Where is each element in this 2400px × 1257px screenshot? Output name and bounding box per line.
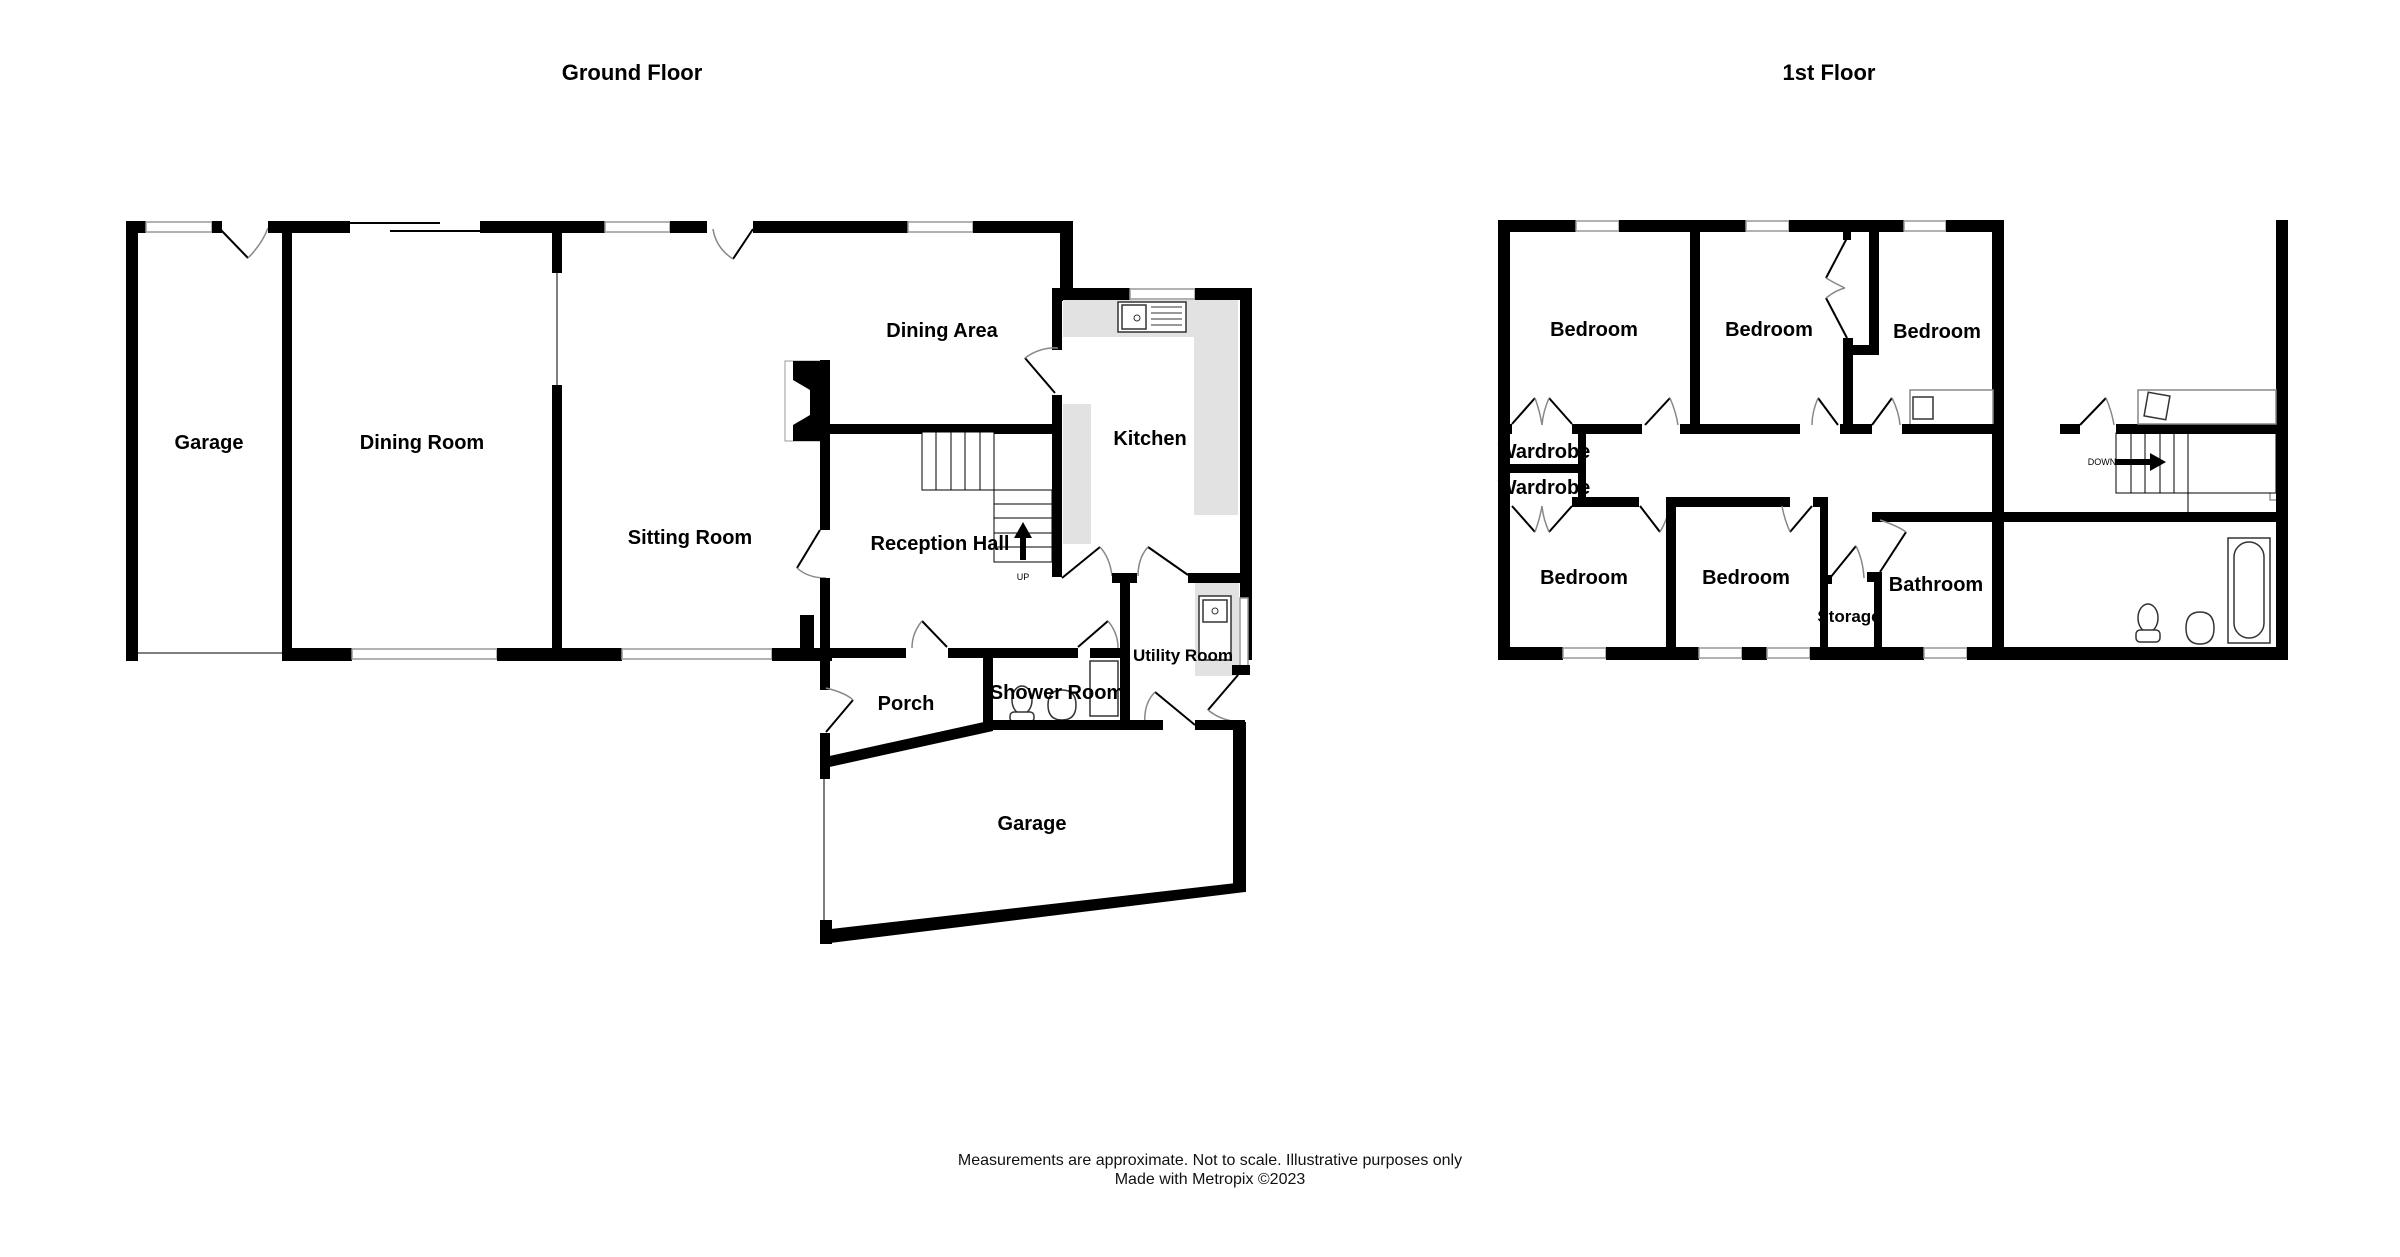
- room-label-garage-bottom: Garage: [998, 813, 1067, 835]
- room-label-storage: Storage: [1817, 607, 1880, 626]
- room-label-utility-room: Utility Room: [1133, 646, 1233, 665]
- room-label-bedroom-1: Bedroom: [1550, 319, 1638, 341]
- arrow-down-icon: [2116, 453, 2166, 471]
- room-label-bedroom-4: Bedroom: [1540, 567, 1628, 589]
- toilet-icon: [1009, 685, 1035, 723]
- room-label-bathroom: Bathroom: [1889, 574, 1983, 596]
- room-label-dining-area: Dining Area: [886, 320, 998, 342]
- basin-first-floor-icon: [2185, 611, 2215, 645]
- kitchen-sink-icon: [1117, 301, 1187, 333]
- staircase-down: DOWN: [2088, 432, 2277, 513]
- room-label-reception-hall: Reception Hall: [871, 533, 1010, 555]
- room-label-wardrobe-1: Wardrobe: [1498, 441, 1591, 463]
- toilet-first-floor-icon: [2135, 603, 2161, 643]
- basin-icon: [1047, 689, 1077, 721]
- bath-icon: [2227, 537, 2271, 644]
- shower-tray-icon: [1089, 660, 1119, 717]
- room-label-porch: Porch: [878, 693, 935, 715]
- ground-floor-plan: UP: [126, 221, 1252, 944]
- room-label-wardrobe-2: Wardrobe: [1498, 477, 1591, 499]
- first-floor-plan: DOWN Bedroom Bedroom Bedroom Wardrobe Wa…: [1498, 220, 2288, 660]
- room-label-kitchen: Kitchen: [1113, 428, 1186, 450]
- room-label-sitting-room: Sitting Room: [628, 527, 752, 549]
- room-label-bedroom-3: Bedroom: [1893, 321, 1981, 343]
- cupboard-icon: [1912, 396, 1934, 420]
- disclaimer-text: Measurements are approximate. Not to sca…: [958, 1152, 1462, 1169]
- stairs-down-label: DOWN: [2088, 457, 2117, 467]
- ground-floor-title: Ground Floor: [562, 60, 703, 85]
- room-label-bedroom-5: Bedroom: [1702, 567, 1790, 589]
- credit-text: Made with Metropix ©2023: [1115, 1171, 1306, 1188]
- room-label-shower-room: Shower Room: [990, 682, 1124, 704]
- room-label-garage-left: Garage: [175, 432, 244, 454]
- room-label-dining-room: Dining Room: [360, 432, 484, 454]
- cupboard-fixture-icon: [2143, 391, 2171, 421]
- first-floor-title: 1st Floor: [1783, 60, 1876, 85]
- stairs-up-label: UP: [1017, 572, 1030, 582]
- arrow-up-icon: [1014, 522, 1032, 560]
- staircase-up: UP: [921, 431, 1053, 582]
- room-label-bedroom-2: Bedroom: [1725, 319, 1813, 341]
- utility-sink-icon: [1198, 595, 1232, 661]
